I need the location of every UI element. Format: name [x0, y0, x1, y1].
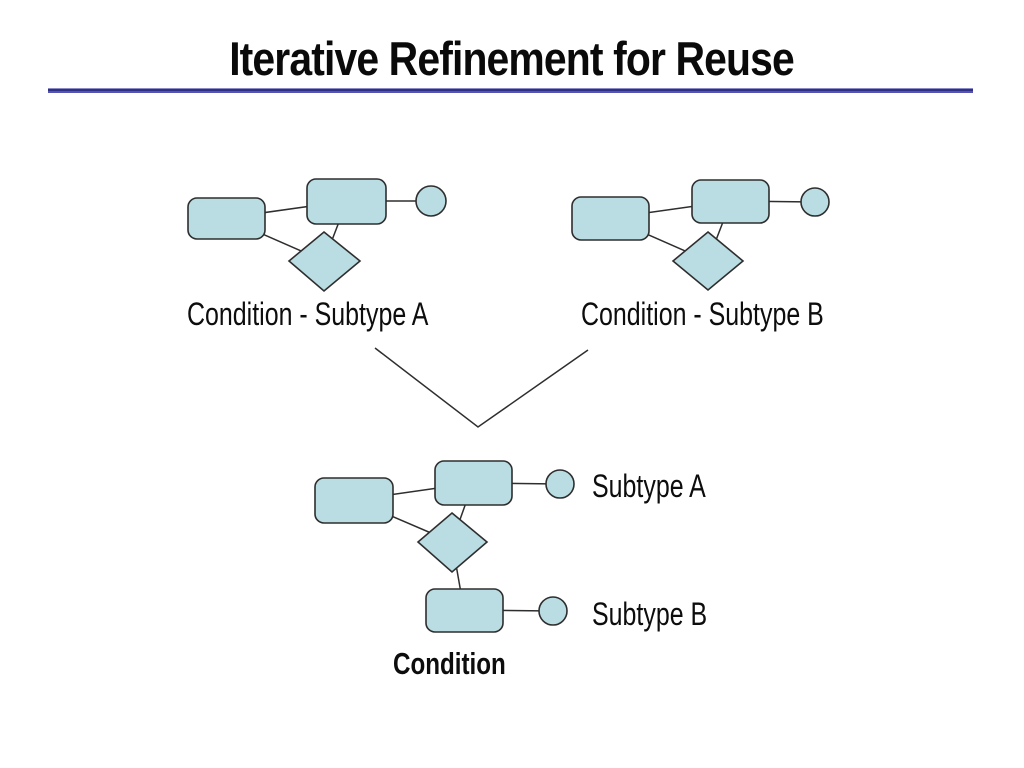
entity-rect [434, 460, 513, 506]
terminal-circle-subtype-b [538, 596, 568, 626]
page-title: Iterative Refinement for Reuse [229, 32, 796, 85]
terminal-circle [800, 187, 830, 217]
model-merged-condition [314, 460, 575, 633]
entity-rect [187, 197, 266, 240]
entity-rect [306, 178, 387, 225]
entity-rect [571, 196, 650, 241]
terminal-circle-subtype-a [545, 469, 575, 499]
decision-diamond [671, 230, 745, 292]
entity-rect [425, 588, 504, 633]
title-bar: Iterative Refinement for Reuse [0, 31, 1024, 86]
model-subtype-b [571, 179, 830, 292]
entity-rect [691, 179, 770, 224]
model-subtype-a [187, 178, 447, 293]
terminal-circle [415, 185, 447, 217]
label-subtype-b: Subtype B [592, 596, 708, 632]
label-condition-subtype-a: Condition - Subtype A [187, 296, 429, 332]
label-condition-subtype-b: Condition - Subtype B [581, 296, 824, 332]
merge-v-lines [374, 347, 589, 428]
entity-rect [314, 477, 394, 524]
title-underline-rule [48, 88, 973, 93]
label-subtype-a: Subtype A [592, 468, 706, 504]
label-condition: Condition [393, 646, 506, 681]
decision-diamond [287, 230, 362, 293]
decision-diamond [416, 511, 489, 574]
